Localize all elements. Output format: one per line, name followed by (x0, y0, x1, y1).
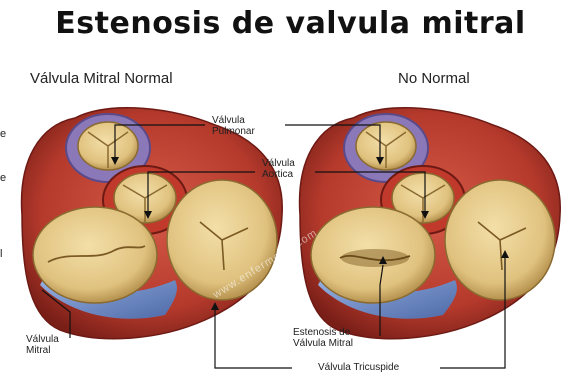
label-pulmonar: Válvula Pulmonar (212, 115, 255, 137)
label-aortica-text: Válvula Aortica (262, 158, 295, 180)
stenosis-heart (300, 108, 561, 339)
label-aortica: Válvula Aortica (262, 158, 295, 180)
label-estenosis: Estenosis de Válvula Mitral (293, 327, 353, 349)
label-estenosis-text: Estenosis de Válvula Mitral (293, 327, 353, 349)
label-tricuspide: Válvula Tricuspide (318, 362, 399, 373)
label-pulmonar-text: Válvula Pulmonar (212, 115, 255, 137)
label-mitral: Válvula Mitral (26, 334, 59, 356)
label-mitral-text: Válvula Mitral (26, 334, 59, 356)
